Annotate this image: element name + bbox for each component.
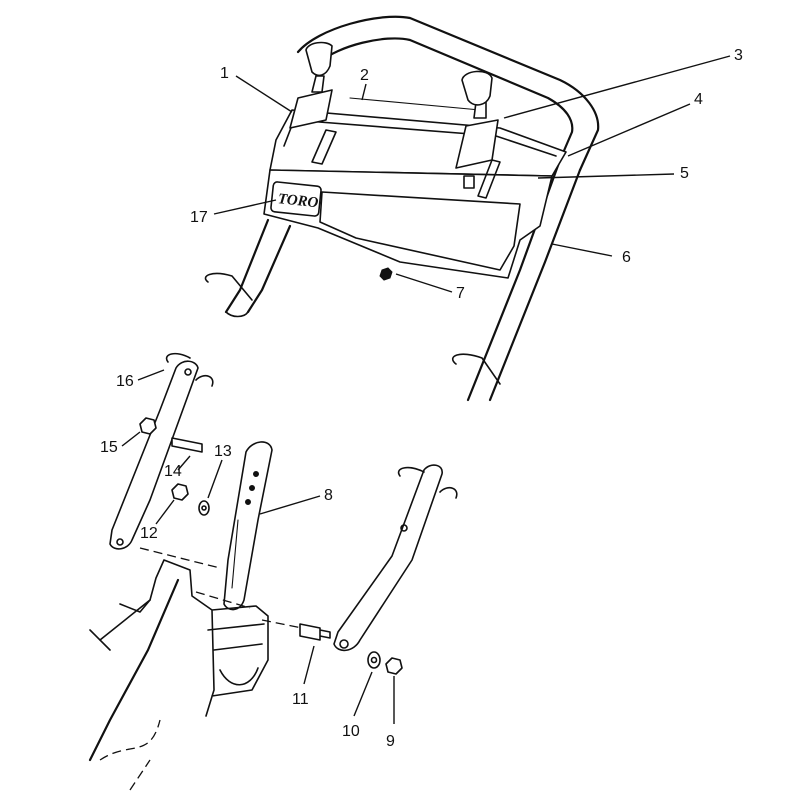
hidden-line-4 (261, 619, 303, 629)
leader-13 (207, 459, 223, 499)
bracket-hole-1 (253, 471, 259, 477)
washer-right-hole (370, 656, 378, 664)
left-lower-handle (109, 360, 199, 550)
upper-handle-assembly: TORO (204, 15, 600, 402)
callout-1: 1 (220, 65, 229, 82)
right-lower-handle-hole-top (400, 524, 408, 532)
leader-6 (551, 243, 613, 257)
left-tube-end (225, 311, 249, 318)
bracket-hole-3 (245, 499, 251, 505)
callout-6: 6 (622, 249, 631, 266)
bracket-inner-line (231, 519, 239, 589)
leader-5 (537, 173, 675, 179)
logo-decal (270, 181, 322, 217)
callout-15: 15 (100, 439, 118, 456)
right-lower-handle (333, 464, 443, 652)
lower-left-clip (165, 352, 214, 387)
clevis-pin (171, 437, 203, 453)
leader-1 (235, 75, 293, 113)
left-lever-bracket (289, 89, 333, 129)
callout-2: 2 (360, 67, 369, 84)
left-lever-knob (305, 41, 333, 77)
leader-4 (567, 103, 691, 157)
right-lever-bracket (455, 119, 499, 169)
right-lever-tab (463, 175, 475, 189)
deck-detail (89, 599, 151, 651)
callout-16: 16 (116, 373, 134, 390)
left-lower-handle-hole-top (184, 368, 192, 376)
left-handle-tube (224, 218, 292, 314)
panel-inner-edge (283, 119, 557, 157)
right-lower-handle-hole (339, 639, 349, 649)
nut-right (385, 657, 403, 675)
nut-left (139, 417, 157, 435)
callout-labels: 1 2 3 4 5 6 7 8 9 10 11 12 13 14 15 16 1… (100, 47, 743, 750)
callout-10: 10 (342, 723, 360, 740)
washer-left-hole (201, 505, 207, 511)
callout-8: 8 (324, 487, 333, 504)
callout-13: 13 (214, 443, 232, 460)
callout-3: 3 (734, 47, 743, 64)
washer-right (367, 651, 381, 669)
left-lever-slot (311, 129, 337, 165)
callout-5: 5 (680, 165, 689, 182)
right-lever-slot (477, 159, 501, 199)
callout-9: 9 (386, 733, 395, 750)
leader-12 (155, 499, 175, 525)
leader-10 (353, 671, 373, 717)
leader-16 (137, 369, 165, 381)
lower-handle-assembly (88, 352, 458, 791)
logo-text: TORO (277, 191, 319, 211)
callout-12: 12 (140, 525, 158, 542)
hex-bolt (171, 483, 189, 501)
washer-left (198, 500, 210, 516)
leader-11 (303, 645, 315, 685)
carriage-bolt (299, 623, 331, 641)
panel-screw (379, 267, 393, 281)
leader-15 (121, 431, 141, 447)
upper-handle-bar (296, 15, 600, 172)
callout-17: 17 (190, 209, 208, 226)
lower-right-clip (397, 466, 458, 499)
leader-14 (177, 455, 191, 471)
left-lower-handle-hole-bottom (116, 538, 124, 546)
upper-right-clip (451, 353, 501, 385)
hidden-line-1 (99, 719, 161, 761)
leader-17 (213, 199, 277, 215)
callout-11: 11 (292, 691, 309, 708)
deck-plate (207, 623, 265, 686)
upper-left-clip (204, 272, 253, 301)
leader-8 (259, 495, 321, 515)
callout-7: 7 (456, 285, 465, 302)
left-lever-stem (311, 75, 325, 93)
panel-recess (319, 191, 521, 271)
callout-4: 4 (694, 91, 703, 108)
panel-top-line (349, 97, 481, 111)
hidden-line-3 (139, 547, 251, 609)
leader-lines (121, 55, 731, 724)
deck-edge (88, 578, 180, 762)
hidden-line-2 (129, 759, 151, 791)
center-bracket (223, 441, 273, 611)
right-lever-knob (461, 70, 493, 106)
callout-14: 14 (164, 463, 182, 480)
leader-7 (395, 273, 453, 293)
bracket-hole-2 (249, 485, 255, 491)
leader-3 (503, 55, 731, 119)
leader-2 (361, 83, 367, 101)
